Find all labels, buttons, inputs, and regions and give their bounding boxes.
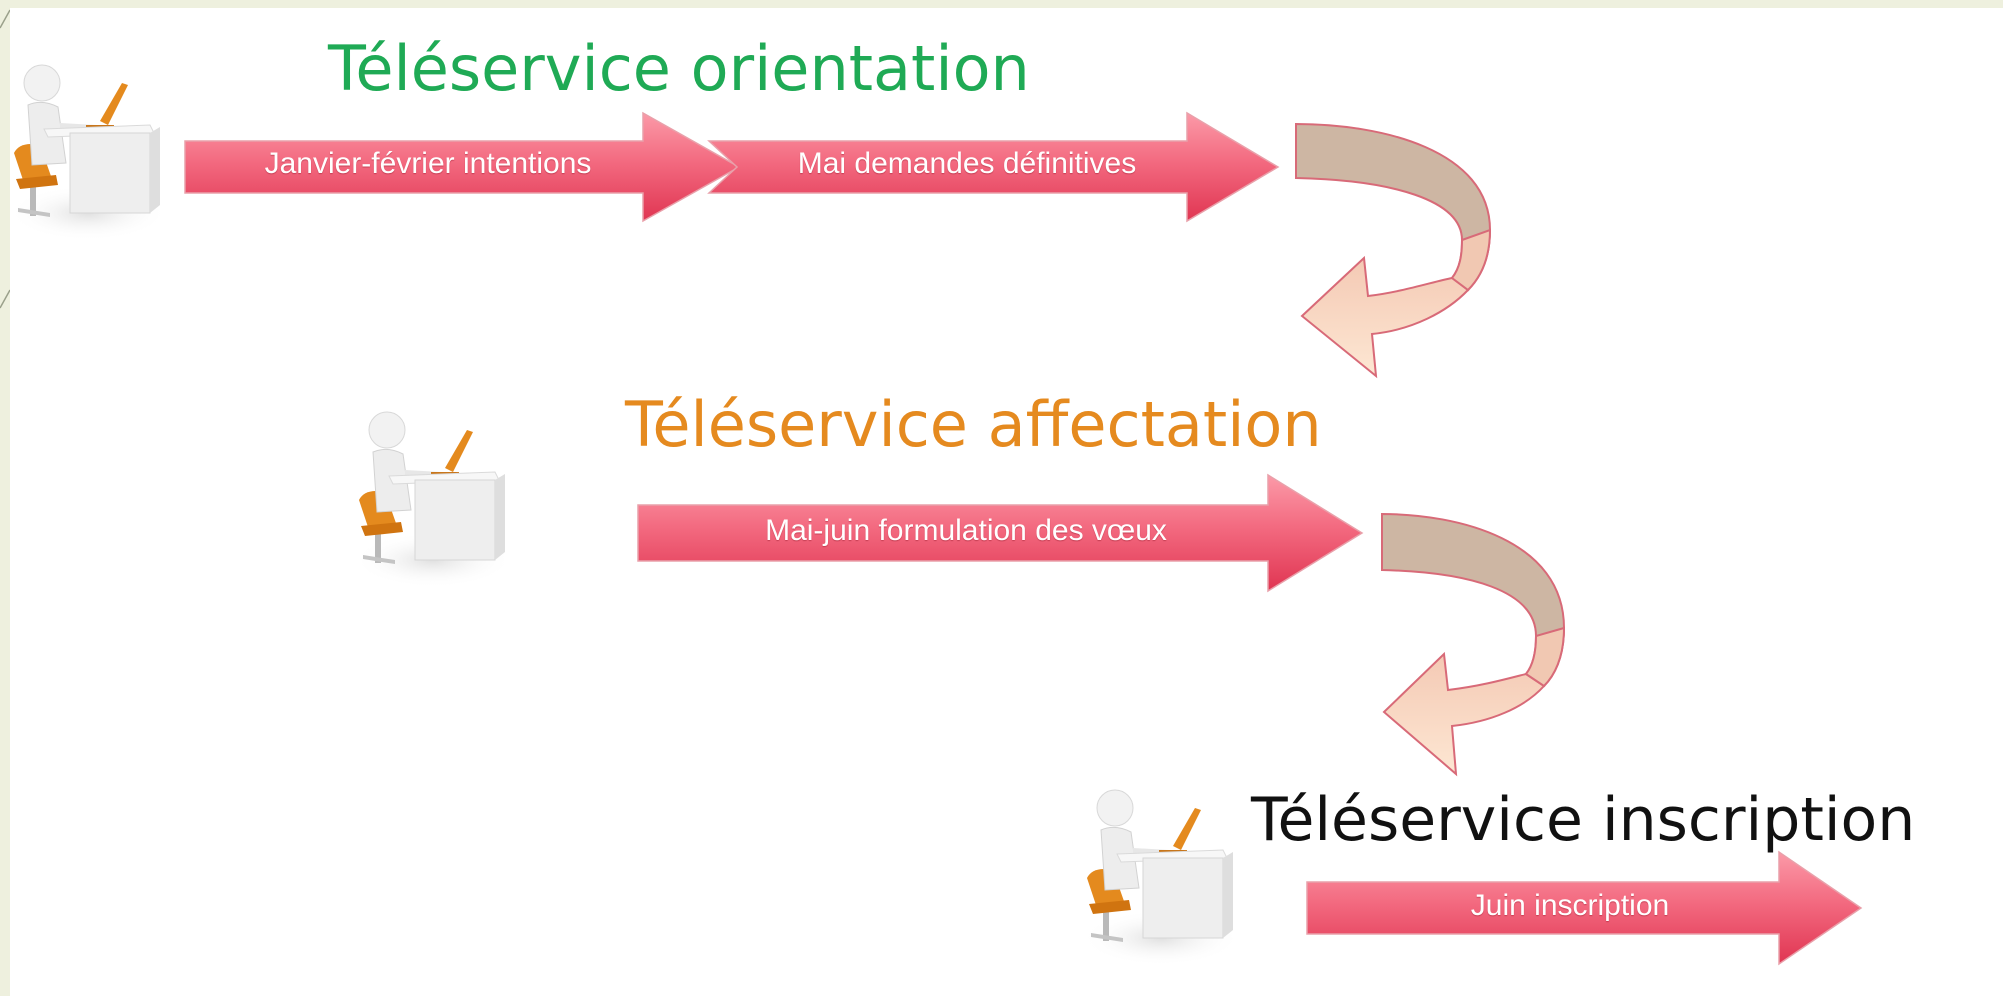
arrow-label: Mai demandes définitives	[797, 147, 1137, 180]
arrow-label: Mai-juin formulation des vœux	[765, 514, 1167, 547]
arrow-label: Juin inscription	[1470, 889, 1670, 922]
timeline-arrow: Juin inscription	[1305, 850, 1865, 966]
timeline-arrow: Mai demandes définitives	[707, 111, 1282, 223]
slide-corner-line	[0, 9, 11, 309]
timeline-arrow: Janvier-février intentions	[183, 111, 743, 223]
curved-transition-arrow	[1292, 120, 1522, 394]
person-at-desk-icon	[1081, 788, 1243, 972]
diagram-canvas: Téléservice orientation Janvier-février …	[8, 8, 2003, 996]
person-at-desk-icon	[8, 63, 170, 247]
stage-title-affectation: Téléservice affectation	[625, 388, 1322, 461]
stage-title-inscription: Téléservice inscription	[1251, 785, 1916, 855]
timeline-arrow: Mai-juin formulation des vœux	[636, 473, 1366, 595]
curved-transition-arrow	[1378, 510, 1588, 794]
arrow-label: Janvier-février intentions	[264, 147, 592, 180]
person-at-desk-icon	[353, 410, 515, 594]
stage-title-orientation: Téléservice orientation	[328, 32, 1030, 105]
